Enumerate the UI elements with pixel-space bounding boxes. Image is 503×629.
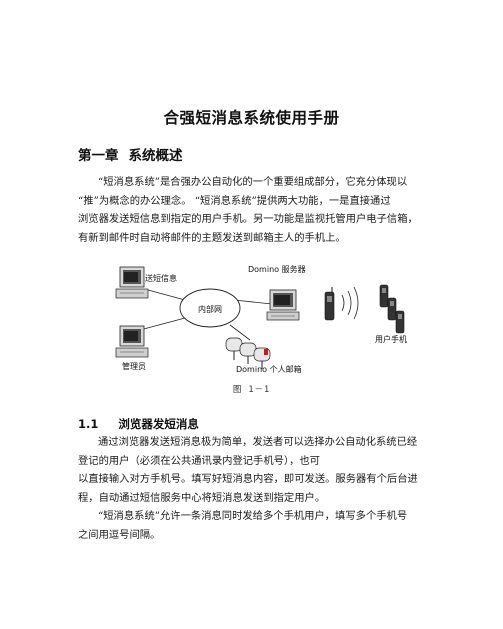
- mailbox-icon: [225, 337, 271, 369]
- intranet-ellipse: [179, 288, 241, 328]
- user-phones-icon: [379, 284, 405, 334]
- intro-line: “推”为概念的办公理念。 “短消息系统”提供两大功能，一是直接通过: [78, 194, 391, 207]
- section-heading: 1.1 浏览器发短消息: [78, 416, 199, 432]
- chapter-heading: 第一章系统概述: [78, 144, 183, 164]
- section-paragraph: 通过浏览器发送短消息极为简单，发送者可以选择办公自动化系统已经 登记的用户（必须…: [78, 433, 418, 545]
- section-title: 浏览器发短消息: [118, 417, 199, 431]
- intro-line: 有新到邮件时自动将邮件的主题发送到邮箱主人的手机上。: [78, 231, 346, 244]
- intro-line: “短消息系统”是合强办公自动化的一个重要组成部分，它充分体现以: [98, 176, 408, 188]
- admin-computer-icon: [115, 325, 149, 358]
- section-line: 通过浏览器发送短消息极为简单，发送者可以选择办公自动化系统已经: [98, 436, 418, 448]
- connection-lines: [139, 289, 273, 341]
- intranet-label: 内部网: [198, 304, 222, 314]
- section-line: “短消息系统”允许一条消息同时发给多个手机用户，填写多个手机号: [98, 510, 408, 523]
- chapter-number: 第一章: [78, 148, 119, 164]
- send-sms-label: 送短信息: [145, 273, 177, 283]
- section-line: 登记的用户（必须在公共通讯录内登记手机号），也可: [78, 454, 320, 467]
- section-number: 1.1: [78, 417, 99, 431]
- transmitter-phone-icon: [324, 287, 335, 321]
- figure-caption: 图 1－1: [232, 385, 271, 395]
- chapter-title: 系统概述: [128, 148, 183, 164]
- document-title: 合强短消息系统使用手册: [163, 109, 340, 127]
- intro-paragraph: “短消息系统”是合强办公自动化的一个重要组成部分，它充分体现以 “推”为概念的办…: [78, 173, 418, 247]
- section-line: 之间用逗号间隔。: [78, 528, 161, 541]
- section-line: 程，自动通过短信服务中心将短消息发送到指定用户。: [78, 491, 326, 504]
- mailbox-label: Domino 个人邮箱: [236, 364, 302, 374]
- section-line: 以直接输入对方手机号。填写好短消息内容，即可发送。服务器有个后台进: [78, 473, 418, 486]
- intro-line: 浏览器发送短信息到指定的用户手机。另一功能是监视托管用户电子信箱，: [78, 213, 418, 226]
- user-phone-label: 用户手机: [375, 334, 407, 344]
- server-computer-icon: [266, 289, 300, 321]
- sender-computer-icon: [115, 266, 149, 299]
- domino-server-label: Domino 服务器: [248, 264, 306, 274]
- admin-label: 管理员: [122, 361, 146, 371]
- radio-waves-icon: [341, 286, 359, 320]
